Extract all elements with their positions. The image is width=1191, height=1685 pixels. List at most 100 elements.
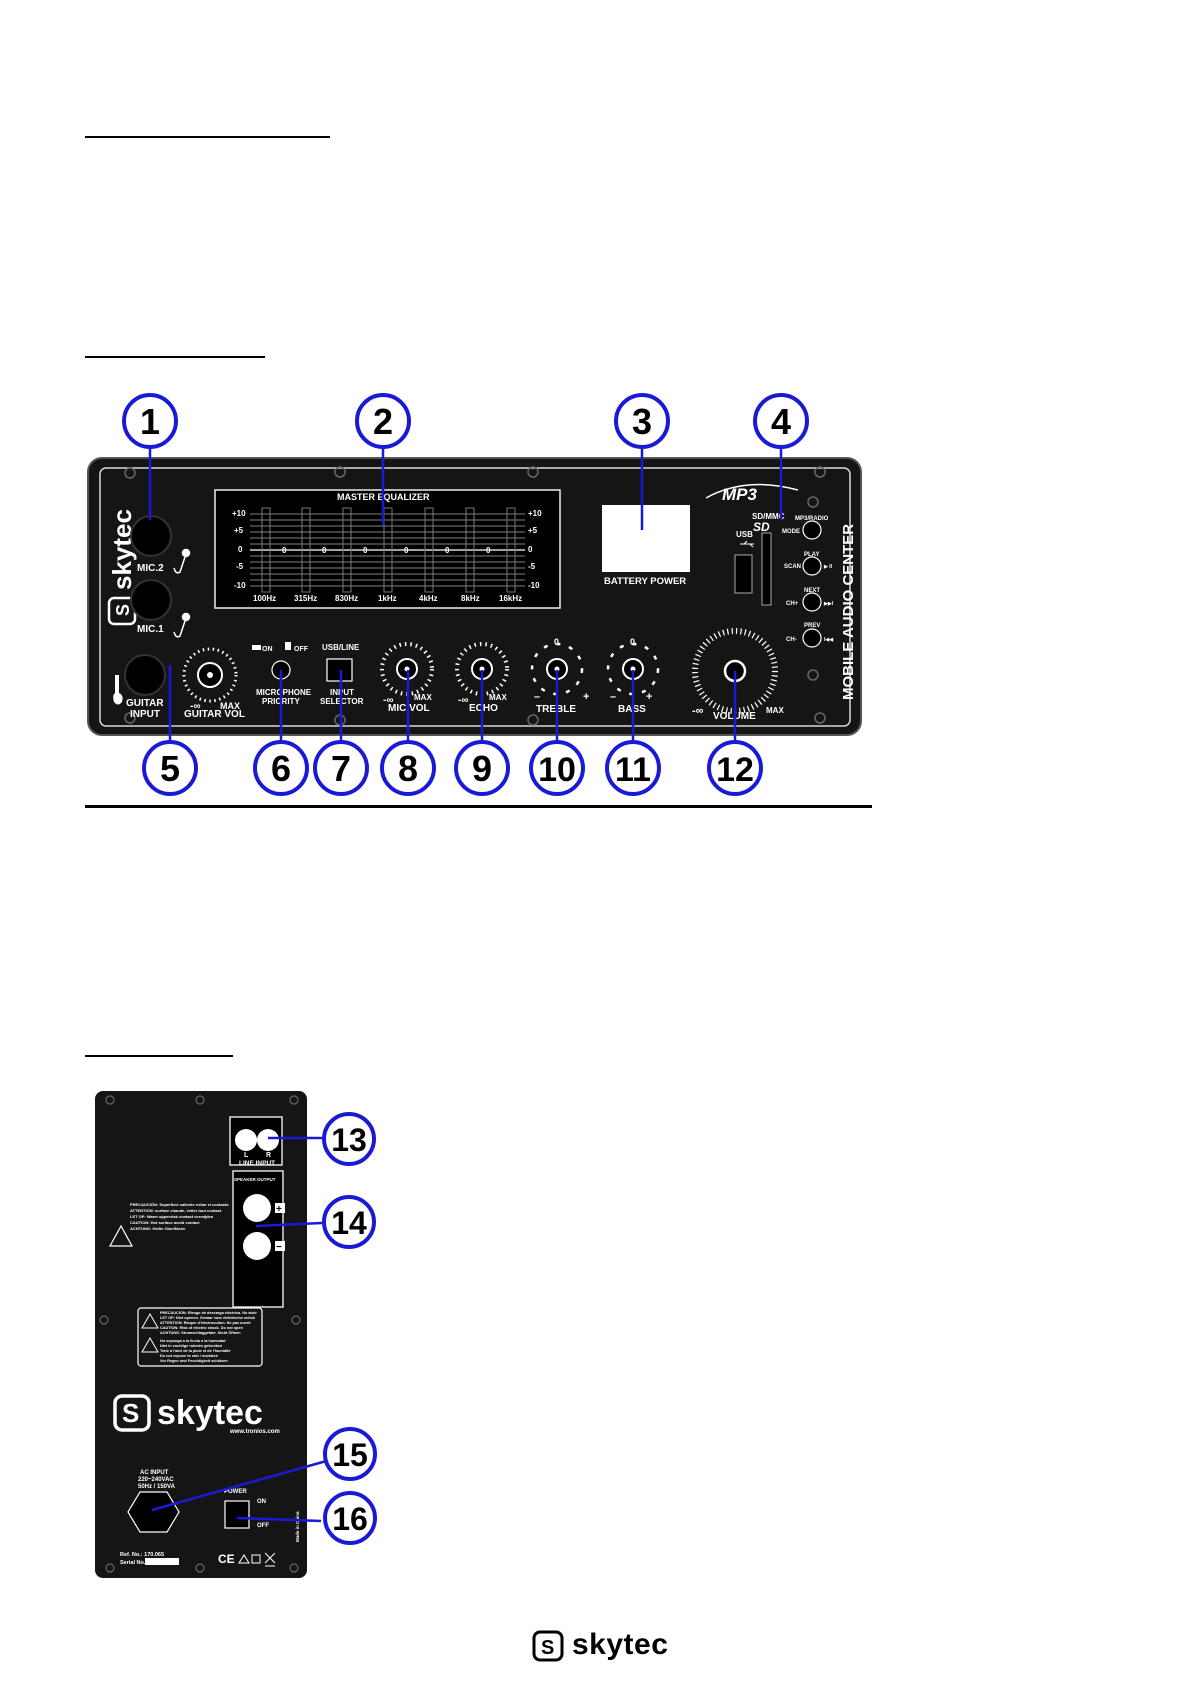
svg-text:I◀◀: I◀◀	[824, 637, 833, 643]
svg-text:PRECAUCIÓN: Superficie calient: PRECAUCIÓN: Superficie caliente evitar e…	[130, 1202, 230, 1231]
svg-text:–: –	[610, 691, 616, 703]
guitar-vol-max: MAX	[220, 701, 240, 711]
guitar-input-jack[interactable]	[124, 654, 166, 696]
svg-text:ON: ON	[257, 1499, 266, 1505]
sd-card-slot[interactable]	[761, 532, 772, 606]
svg-text:0: 0	[630, 637, 635, 647]
svg-text:-10: -10	[528, 581, 540, 590]
eq-sliders[interactable]	[261, 507, 516, 593]
svg-text:4kHz: 4kHz	[419, 594, 438, 603]
svg-text:0: 0	[528, 545, 533, 554]
ac-input-socket[interactable]	[127, 1491, 180, 1533]
svg-text:PREV: PREV	[804, 623, 820, 629]
ref-number: Ref. No.: 170.065	[120, 1552, 164, 1558]
svg-text:-∞: -∞	[458, 695, 468, 706]
svg-text:-10: -10	[234, 581, 246, 590]
svg-text:USB/LINE: USB/LINE	[322, 643, 360, 652]
battery-power-display	[602, 505, 690, 572]
usb-icon	[740, 540, 754, 548]
eq-scale-left: +10 +5 0 -5 -10	[232, 509, 246, 590]
callout-5: 5	[160, 748, 180, 789]
website-text: www.tronios.com	[229, 1429, 280, 1435]
callout-7: 7	[331, 748, 351, 789]
svg-text:S: S	[122, 1398, 139, 1428]
next-button[interactable]	[802, 592, 822, 612]
svg-text:MODE: MODE	[782, 529, 800, 535]
front-panel-figure: S skytec MIC.2 MIC.1 GUITAR INPUT -∞ MAX…	[87, 393, 862, 796]
svg-text:–: –	[534, 691, 540, 703]
mic1-jack[interactable]	[130, 579, 172, 621]
svg-text:SCAN: SCAN	[784, 564, 801, 570]
guitar-input-label: GUITAR INPUT	[126, 698, 166, 720]
callout-13: 13	[331, 1122, 367, 1158]
echo-label: ECHO	[469, 703, 498, 714]
svg-text:16kHz: 16kHz	[499, 594, 522, 603]
play-pause-button[interactable]	[802, 556, 822, 576]
battery-power-label: BATTERY POWER	[604, 576, 686, 587]
callout-4: 4	[771, 401, 791, 442]
mic2-jack[interactable]	[130, 515, 172, 557]
svg-text:0: 0	[363, 546, 368, 555]
callout-15: 15	[332, 1437, 368, 1473]
guitar-icon	[113, 675, 123, 705]
callout-16: 16	[332, 1501, 368, 1537]
svg-text:0: 0	[282, 546, 287, 555]
callout-14: 14	[331, 1205, 367, 1241]
callout-9: 9	[472, 748, 492, 789]
back-panel-figure: L R LINE INPUT SPEAKER OUTPUT + − PRECAU…	[95, 1091, 377, 1578]
recycle-icons	[238, 1552, 276, 1567]
svg-text:+10: +10	[232, 509, 246, 518]
svg-text:0: 0	[404, 546, 409, 555]
callouts-back	[322, 1112, 377, 1545]
mobile-audio-center-title: MOBILE AUDIO CENTER	[840, 524, 857, 700]
svg-text:-5: -5	[236, 562, 244, 571]
svg-text:-∞: -∞	[692, 705, 704, 717]
svg-text:OFF: OFF	[257, 1523, 269, 1529]
svg-text:S: S	[113, 604, 133, 616]
svg-text:100Hz: 100Hz	[253, 594, 276, 603]
svg-text:+: +	[583, 691, 589, 703]
ac-input-label: AC INPUT 220~240VAC 50Hz / 150VA	[138, 1470, 176, 1490]
svg-text:CH-: CH-	[786, 637, 797, 643]
svg-text:+: +	[276, 1204, 282, 1215]
svg-text:1kHz: 1kHz	[378, 594, 397, 603]
svg-text:−: −	[276, 1242, 282, 1253]
svg-text:L: L	[244, 1152, 249, 1159]
power-label: POWER	[224, 1489, 247, 1495]
power-switch[interactable]	[224, 1500, 250, 1529]
speaker-plus-terminal[interactable]	[243, 1194, 271, 1222]
svg-text:0: 0	[554, 637, 559, 647]
svg-text:+: +	[646, 691, 652, 703]
callout-11: 11	[615, 751, 651, 789]
footer-brand-text: skytec	[572, 1628, 669, 1661]
svg-text:R: R	[266, 1152, 271, 1159]
svg-text:315Hz: 315Hz	[294, 594, 317, 603]
hot-surface-caution: PRECAUCIÓN: Superficie caliente evitar e…	[108, 1202, 230, 1247]
ce-mark: CE	[218, 1552, 235, 1566]
callout-12: 12	[716, 751, 754, 789]
water-warning-icon	[141, 1336, 159, 1353]
prev-button[interactable]	[802, 628, 822, 648]
mic1-label: MIC.1	[137, 624, 164, 635]
heading-rule-2	[85, 356, 265, 358]
back-brand-logo: S skytec www.tronios.com	[113, 1394, 280, 1435]
mic-icon	[173, 548, 191, 638]
svg-text:MP3/RADIO: MP3/RADIO	[795, 516, 829, 522]
shock-warning-icon	[141, 1312, 159, 1329]
line-input-left-jack[interactable]	[235, 1129, 257, 1151]
sd-mmc-label: SD/MMC	[752, 512, 785, 521]
mp3-logo: MP3	[722, 485, 758, 504]
svg-text:▶ II: ▶ II	[823, 564, 833, 570]
callout-10: 10	[538, 751, 576, 789]
mode-button[interactable]	[802, 520, 822, 540]
svg-text:S: S	[541, 1637, 554, 1659]
usb-port[interactable]	[734, 554, 753, 594]
section-divider	[85, 805, 872, 808]
line-input-right-jack[interactable]	[257, 1129, 279, 1151]
callout-8: 8	[398, 748, 418, 789]
input-selector-switch[interactable]	[326, 658, 353, 682]
svg-text:8kHz: 8kHz	[461, 594, 480, 603]
speaker-minus-terminal[interactable]	[243, 1232, 271, 1260]
guitar-vol-min: -∞	[190, 701, 200, 712]
guitar-vol-knob[interactable]	[182, 647, 238, 703]
